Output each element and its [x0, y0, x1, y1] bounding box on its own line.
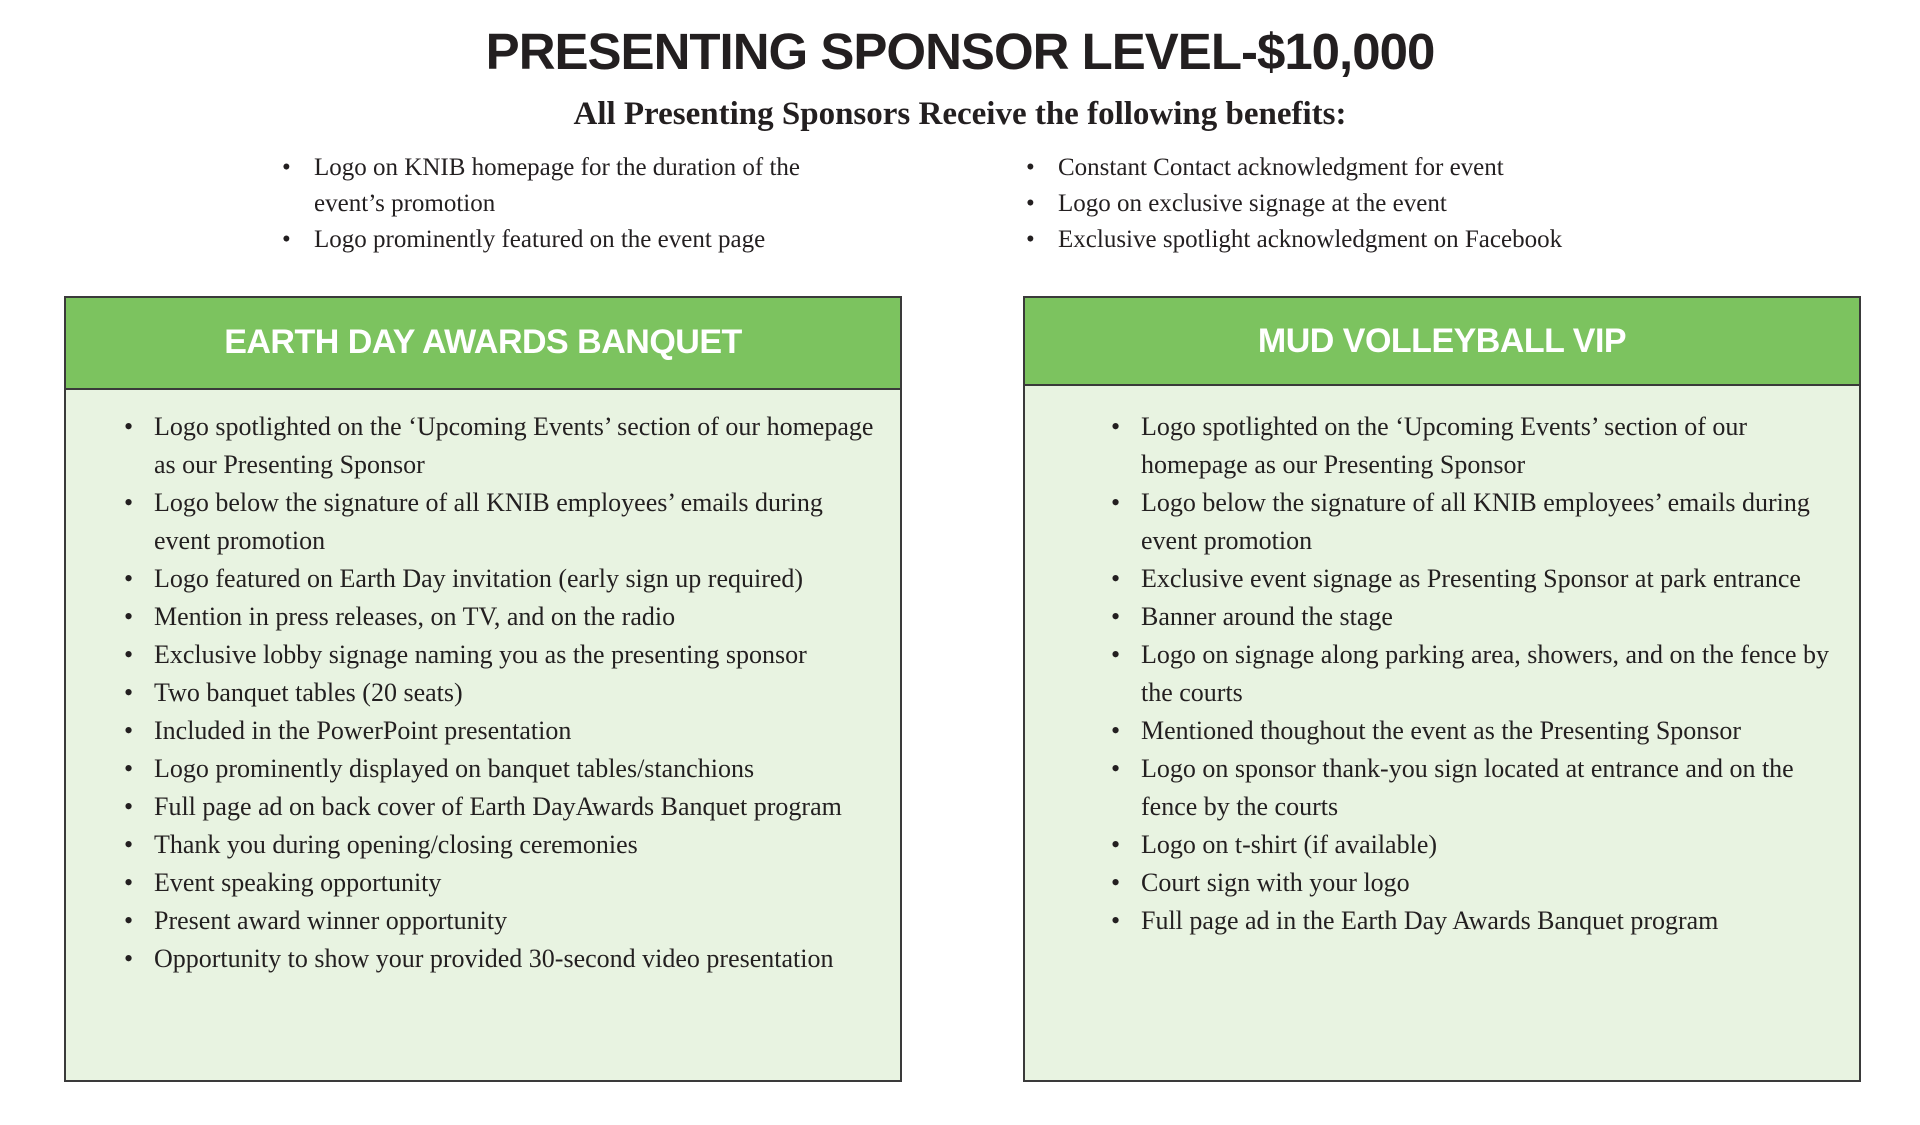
earth-day-panel: EARTH DAY AWARDS BANQUET Logo spotlighte…	[64, 296, 902, 1082]
list-item: Thank you during opening/closing ceremon…	[124, 826, 880, 864]
list-item: Full page ad in the Earth Day Awards Ban…	[1111, 902, 1839, 940]
list-item: Logo on sponsor thank-you sign located a…	[1111, 750, 1839, 826]
list-item: Full page ad on back cover of Earth DayA…	[124, 788, 880, 826]
list-item: Logo on signage along parking area, show…	[1111, 636, 1839, 712]
earth-day-panel-title: EARTH DAY AWARDS BANQUET	[66, 298, 900, 390]
page-subtitle: All Presenting Sponsors Receive the foll…	[573, 96, 1347, 132]
list-item: Logo on t-shirt (if available)	[1111, 826, 1839, 864]
list-item: Logo spotlighted on the ‘Upcoming Events…	[124, 408, 880, 484]
list-item: Mention in press releases, on TV, and on…	[124, 598, 880, 636]
list-item: Logo below the signature of all KNIB emp…	[1111, 484, 1839, 560]
general-benefits-left: Logo on KNIB homepage for the duration o…	[278, 150, 878, 258]
list-item: Opportunity to show your provided 30-sec…	[124, 940, 880, 978]
list-item: Event speaking opportunity	[124, 864, 880, 902]
list-item: Logo prominently featured on the event p…	[278, 222, 878, 258]
mud-volleyball-panel-title: MUD VOLLEYBALL VIP	[1025, 298, 1859, 386]
list-item: Logo prominently displayed on banquet ta…	[124, 750, 880, 788]
list-item: Two banquet tables (20 seats)	[124, 674, 880, 712]
page-title: PRESENTING SPONSOR LEVEL-$10,000	[485, 23, 1436, 80]
mud-volleyball-benefits-list: Logo spotlighted on the ‘Upcoming Events…	[1025, 386, 1859, 940]
mud-volleyball-panel: MUD VOLLEYBALL VIP Logo spotlighted on t…	[1023, 296, 1861, 1082]
list-item: Logo on KNIB homepage for the duration o…	[278, 150, 878, 222]
list-item: Constant Contact acknowledgment for even…	[1022, 150, 1722, 186]
list-item: Included in the PowerPoint presentation	[124, 712, 880, 750]
list-item: Logo below the signature of all KNIB emp…	[124, 484, 880, 560]
list-item: Exclusive event signage as Presenting Sp…	[1111, 560, 1839, 598]
list-item: Logo spotlighted on the ‘Upcoming Events…	[1111, 408, 1839, 484]
list-item: Exclusive spotlight acknowledgment on Fa…	[1022, 222, 1722, 258]
list-item: Court sign with your logo	[1111, 864, 1839, 902]
list-item: Mentioned thoughout the event as the Pre…	[1111, 712, 1839, 750]
list-item: Exclusive lobby signage naming you as th…	[124, 636, 880, 674]
earth-day-benefits-list: Logo spotlighted on the ‘Upcoming Events…	[66, 390, 900, 978]
list-item: Logo on exclusive signage at the event	[1022, 186, 1722, 222]
list-item: Banner around the stage	[1111, 598, 1839, 636]
list-item: Present award winner opportunity	[124, 902, 880, 940]
general-benefits-right: Constant Contact acknowledgment for even…	[1022, 150, 1722, 258]
list-item: Logo featured on Earth Day invitation (e…	[124, 560, 880, 598]
